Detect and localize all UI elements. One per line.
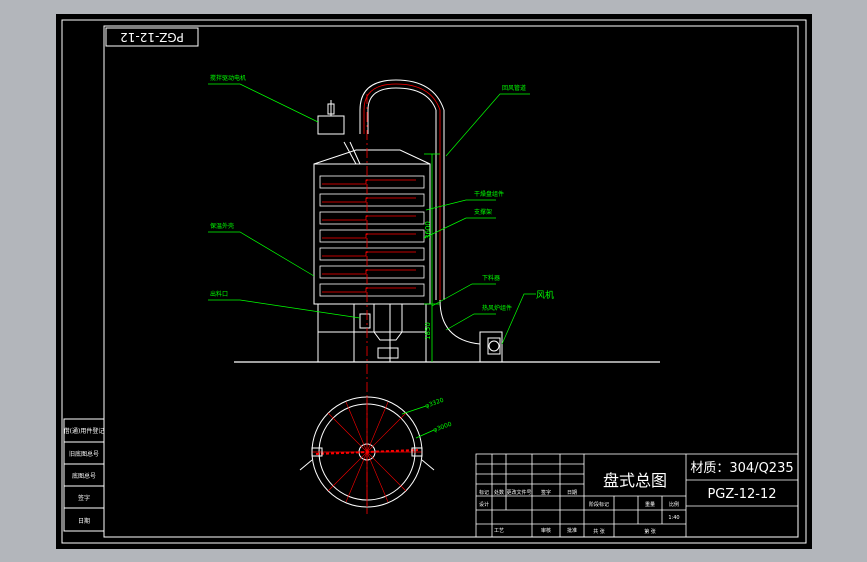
tb-row-label-2: 更改文件号 (506, 489, 531, 496)
tb-sheets: 共 张 (593, 528, 605, 535)
tb-scale-value: 1:40 (668, 515, 679, 521)
outer-frame (61, 19, 807, 544)
label-outlet: 出料口 (210, 290, 228, 298)
drawing-number: PGZ-12-12 (707, 487, 776, 502)
drawing-title: 盘式总图 (603, 471, 667, 490)
left-table (63, 418, 105, 532)
dim-height-upper: 3600 (424, 221, 432, 239)
tb-weight: 重量 (645, 501, 655, 508)
label-top-motor: 搅拌驱动电机 (210, 74, 246, 82)
cad-drawing: PGZ-12-12 借(通)用件登记 旧底图总号 底图总号 签字 日期 (61, 19, 807, 544)
tb-approve: 批准 (567, 527, 577, 534)
label-support: 支撑架 (474, 208, 492, 216)
inner-frame (103, 25, 799, 538)
tb-craft: 工艺 (494, 528, 504, 534)
left-table-cell-4: 日期 (78, 517, 90, 525)
tb-row-label-0: 标记 (479, 489, 489, 496)
tb-row-label-1: 处数 (494, 489, 504, 496)
tb-sheet-no: 第 张 (644, 528, 656, 535)
plan-dimension-leaders (401, 405, 435, 439)
title-block (475, 453, 799, 538)
leader-lines (208, 83, 536, 345)
label-fan: 风机 (536, 289, 554, 301)
label-pipe: 回风管道 (502, 84, 526, 92)
return-pipe (359, 79, 481, 345)
tb-design: 设计 (479, 501, 489, 508)
tb-row-label-4: 日期 (567, 490, 577, 496)
tray-heating-lines (322, 179, 416, 293)
code-box: PGZ-12-12 (105, 27, 199, 47)
left-table-cell-0: 借(通)用件登记 (64, 427, 105, 435)
left-table-cell-2: 底图总号 (72, 472, 96, 480)
dryer-tower (313, 100, 431, 362)
left-table-cell-3: 签字 (78, 494, 90, 502)
drawing-sheet: PGZ-12-12 借(通)用件登记 旧底图总号 底图总号 签字 日期 (56, 14, 812, 549)
label-dry-plate: 干燥盘组件 (474, 190, 504, 198)
label-inlet: 下料器 (482, 274, 500, 282)
code-rotated: PGZ-12-12 (120, 30, 184, 44)
tray-stack (319, 175, 425, 297)
label-outer-shell: 保温外壳 (210, 222, 234, 230)
tb-row-label-3: 签字 (541, 489, 551, 496)
material-text: 材质：304/Q235 (690, 461, 793, 476)
dim-dia-inner: φ3000 (432, 421, 453, 434)
vertical-dimensions (424, 153, 440, 362)
plan-view (299, 396, 435, 508)
heater-fan (479, 331, 503, 363)
dim-height-lower: 1850 (424, 322, 432, 340)
dim-dia-outer: φ3320 (424, 397, 445, 410)
left-table-cell-1: 旧底图总号 (69, 450, 99, 458)
tb-stage: 阶段标记 (589, 501, 609, 508)
tb-audit: 审核 (541, 527, 551, 534)
tb-scale: 比例 (669, 501, 679, 508)
return-pipe-centerline (363, 83, 441, 300)
label-heater: 热风炉组件 (482, 304, 512, 312)
